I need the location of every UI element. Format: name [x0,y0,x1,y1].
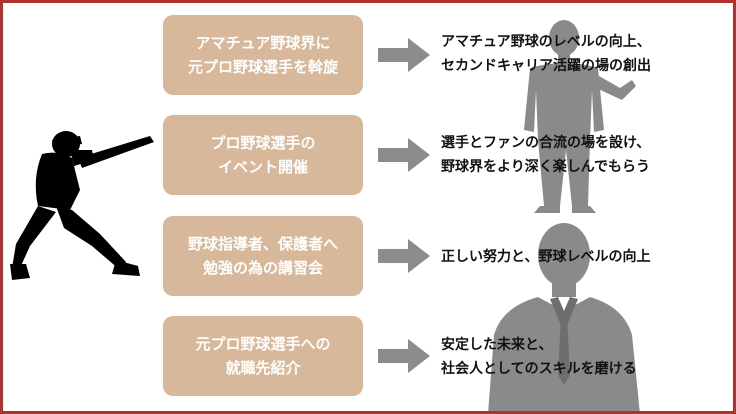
man-presenting-silhouette-icon [524,20,636,213]
result-text-1: アマチュア野球のレベルの向上、 セカンドキャリア活躍の場の創出 [441,30,731,78]
right-arrow-icon [378,339,430,373]
result-text-3: 正しい努力と、野球レベルの向上 [441,245,731,269]
service-box-3-line-2: 勉強の為の講習会 [202,259,323,277]
service-box-2-line-2: イベント開催 [217,158,308,176]
service-box-2: プロ野球選手の イベント開催 [163,115,363,195]
service-box-3-line-1: 野球指導者、保護者へ [187,235,338,253]
result-text-1-line-2: セカンドキャリア活躍の場の創出 [441,58,651,74]
result-text-1-line-1: アマチュア野球のレベルの向上、 [441,34,651,50]
right-arrow-icon [378,38,430,72]
service-box-4-line-1: 元プロ野球選手への [195,335,331,353]
result-text-4: 安定した未来と、 社会人としてのスキルを磨ける [441,333,731,381]
right-arrow-icon [378,138,430,172]
result-text-3-line-1: 正しい努力と、野球レベルの向上 [441,249,651,265]
service-box-1-line-2: 元プロ野球選手を斡旋 [187,58,338,76]
baseball-batter-silhouette-icon [10,131,154,280]
result-text-2-line-2: 野球界をより深く楽しんでもらう [441,159,651,175]
result-text-2-line-1: 選手とファンの合流の場を設け、 [441,135,651,151]
result-text-2: 選手とファンの合流の場を設け、 野球界をより深く楽しんでもらう [441,131,731,179]
service-box-4: 元プロ野球選手への 就職先紹介 [163,316,363,396]
service-box-3: 野球指導者、保護者へ 勉強の為の講習会 [163,216,363,296]
service-box-1-line-1: アマチュア野球界に [195,34,331,52]
result-text-4-line-2: 社会人としてのスキルを磨ける [441,361,637,377]
service-box-4-line-2: 就職先紹介 [225,359,301,377]
result-text-4-line-1: 安定した未来と、 [441,337,553,353]
businessman-in-suit-silhouette-icon [488,223,640,414]
service-box-1: アマチュア野球界に 元プロ野球選手を斡旋 [163,15,363,95]
right-arrow-icon [378,239,430,273]
service-box-2-line-1: プロ野球選手の [210,134,316,152]
